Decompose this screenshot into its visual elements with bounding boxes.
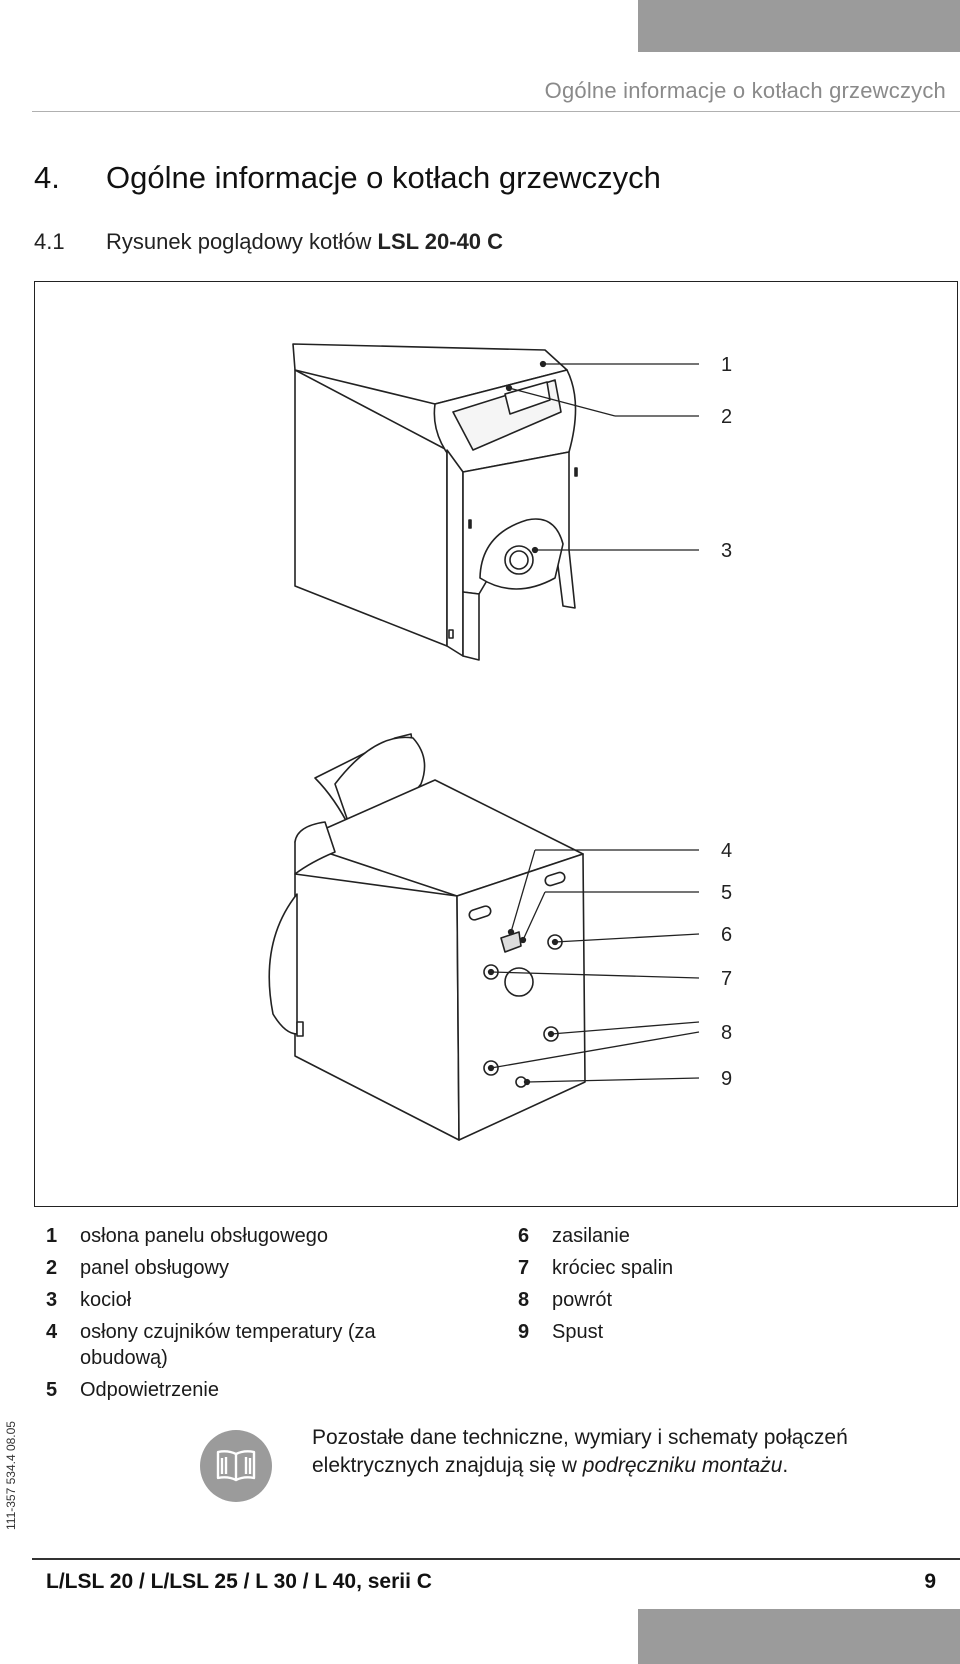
callout-6: 6 bbox=[721, 924, 732, 946]
header-rule bbox=[32, 111, 960, 112]
footer-title: L/LSL 20 / L/LSL 25 / L 30 / L 40, serii… bbox=[46, 1570, 432, 1593]
legend-item: 6 zasilanie bbox=[518, 1220, 938, 1252]
boiler-front-view bbox=[292, 343, 578, 661]
note-text: Pozostałe dane techniczne, wymiary i sch… bbox=[312, 1424, 932, 1480]
legend-item: 4 osłony czujników temperatury (za obudow… bbox=[46, 1316, 466, 1374]
book-icon bbox=[200, 1430, 272, 1502]
header-gray-bar bbox=[638, 0, 960, 52]
legend-item: 5 Odpowietrzenie bbox=[46, 1374, 466, 1406]
legend-text: osłona panelu obsługowego bbox=[80, 1225, 328, 1247]
boiler-drawing: 1 2 3 4 5 6 7 8 9 bbox=[268, 343, 732, 1141]
running-header: Ogólne informacje o kotłach grzewczych bbox=[544, 78, 946, 103]
legend-left: 1 osłona panelu obsługowego 2 panel obsług… bbox=[46, 1220, 466, 1406]
page-number: 9 bbox=[924, 1570, 936, 1593]
legend-text: Odpowietrzenie bbox=[80, 1379, 219, 1401]
legend-item: 9 Spust bbox=[518, 1316, 938, 1348]
legend-item: 1 osłona panelu obsługowego bbox=[46, 1220, 466, 1252]
legend-number: 7 bbox=[518, 1257, 530, 1279]
footer-gray-bar bbox=[638, 1609, 960, 1664]
footer-rule bbox=[32, 1558, 960, 1560]
legend-text: Spust bbox=[552, 1321, 604, 1343]
legend-item: 8 powrót bbox=[518, 1284, 938, 1316]
legend-number: 1 bbox=[46, 1225, 58, 1247]
legend-number: 3 bbox=[46, 1289, 58, 1311]
legend-text: panel obsługowy bbox=[80, 1257, 229, 1279]
callout-9: 9 bbox=[721, 1068, 732, 1090]
legend-number: 2 bbox=[46, 1257, 58, 1279]
legend-number: 9 bbox=[518, 1321, 530, 1343]
subsection-model: LSL 20-40 C bbox=[377, 229, 504, 254]
boiler-rear-view bbox=[268, 733, 586, 1141]
legend-right: 6 zasilanie 7 króciec spalin 8 powrót 9 Spus… bbox=[518, 1220, 938, 1348]
note-text-main: Pozostałe dane techniczne, wymiary i sch… bbox=[312, 1426, 848, 1477]
legend-text: powrót bbox=[552, 1289, 613, 1311]
legend-item: 7 króciec spalin bbox=[518, 1252, 938, 1284]
section-heading: 4. Ogólne informacje o kotłach grzewczych bbox=[34, 160, 661, 196]
boiler-figure: 1 2 3 4 5 6 7 8 9 bbox=[34, 281, 958, 1207]
legend-number: 6 bbox=[518, 1225, 530, 1247]
note-text-end: . bbox=[782, 1454, 789, 1477]
legend-item: 3 kocioł bbox=[46, 1284, 466, 1316]
legend-text: kocioł bbox=[80, 1289, 132, 1311]
section-number: 4. bbox=[34, 160, 60, 195]
callout-1: 1 bbox=[721, 354, 732, 376]
section-title: Ogólne informacje o kotłach grzewczych bbox=[106, 160, 661, 195]
legend-item: 2 panel obsługowy bbox=[46, 1252, 466, 1284]
legend-text: osłony czujników temperatury (za obudową… bbox=[80, 1321, 376, 1369]
legend-number: 8 bbox=[518, 1289, 530, 1311]
document-code: 111-357 534.4 08.05 bbox=[4, 1421, 18, 1530]
subsection-heading: 4.1 Rysunek poglądowy kotłów LSL 20-40 C bbox=[34, 229, 503, 255]
subsection-title: Rysunek poglądowy kotłów bbox=[106, 229, 372, 254]
legend-number: 5 bbox=[46, 1379, 58, 1401]
callout-2: 2 bbox=[721, 406, 732, 428]
callout-7: 7 bbox=[721, 968, 732, 990]
legend-text: zasilanie bbox=[552, 1225, 630, 1247]
subsection-number: 4.1 bbox=[34, 229, 65, 254]
legend-number: 4 bbox=[46, 1321, 58, 1343]
note-text-italic: podręczniku montażu bbox=[582, 1454, 783, 1477]
callout-8: 8 bbox=[721, 1022, 732, 1044]
legend-text: króciec spalin bbox=[552, 1257, 674, 1279]
callout-5: 5 bbox=[721, 882, 732, 904]
callout-4: 4 bbox=[721, 840, 732, 862]
callout-3: 3 bbox=[721, 540, 732, 562]
